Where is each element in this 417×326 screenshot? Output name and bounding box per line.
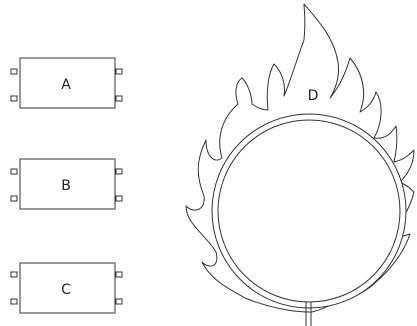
- pin-b-right-bottom: [115, 195, 123, 202]
- ring-outer: [211, 113, 407, 309]
- pin-a-left-top: [10, 68, 18, 75]
- component-label-b: B: [61, 178, 71, 194]
- pin-b-left-top: [10, 168, 18, 175]
- component-label-a: A: [61, 77, 71, 93]
- flaming-ring-d[interactable]: D: [185, 3, 415, 326]
- pin-b-left-bottom: [10, 195, 18, 202]
- pin-b-right-top: [115, 168, 123, 175]
- pin-c-left-top: [10, 271, 18, 278]
- component-label-d: D: [308, 88, 319, 104]
- component-box-c[interactable]: C: [10, 262, 123, 314]
- component-box-b[interactable]: B: [10, 158, 123, 210]
- ring-inner: [217, 119, 401, 303]
- pin-a-right-bottom: [115, 95, 123, 102]
- component-label-c: C: [61, 282, 71, 298]
- pin-a-left-bottom: [10, 95, 18, 102]
- component-box-a[interactable]: A: [10, 57, 123, 109]
- pin-c-right-bottom: [115, 298, 123, 305]
- pin-a-right-top: [115, 68, 123, 75]
- pin-c-right-top: [115, 271, 123, 278]
- pin-c-left-bottom: [10, 298, 18, 305]
